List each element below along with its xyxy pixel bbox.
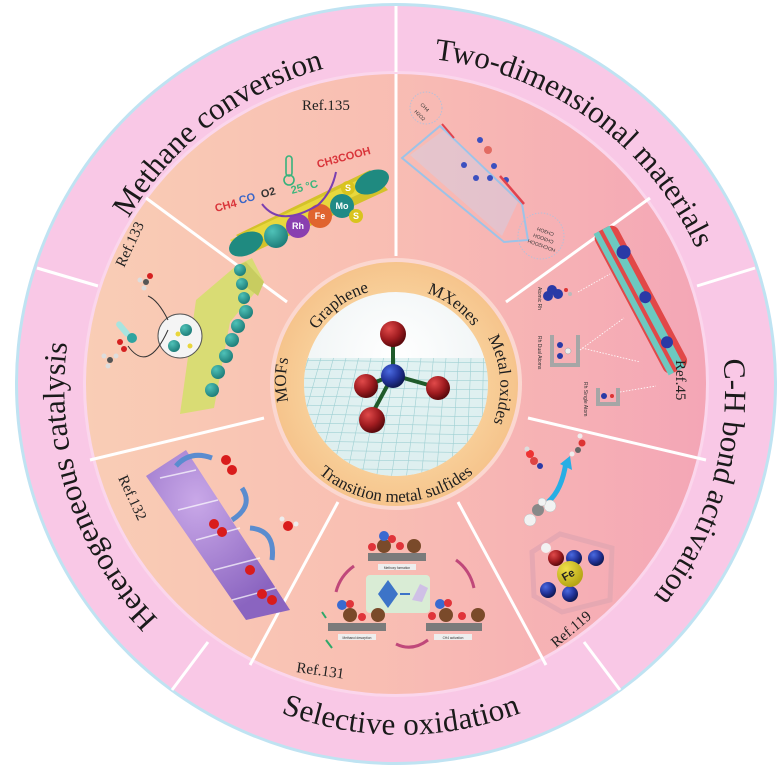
svg-text:S: S <box>345 183 351 193</box>
panel-divider <box>145 196 288 304</box>
catalyst-inset <box>366 575 430 613</box>
arrow-head <box>560 456 572 470</box>
methane-molecule <box>101 339 127 369</box>
grid-line <box>405 357 422 476</box>
tetrahedral-molecule <box>354 321 450 433</box>
reactant-ch4: CH4 <box>214 197 239 215</box>
framework-sheet <box>400 124 530 244</box>
svg-text:CH3OH: CH3OH <box>536 225 555 237</box>
atomic-rh-cluster <box>543 285 572 301</box>
outer-divider <box>696 266 756 288</box>
cycle-arrow <box>395 638 429 649</box>
reaction-path <box>147 295 169 321</box>
atom-s <box>349 209 363 223</box>
atom-mo <box>330 194 354 218</box>
panel-2d-framework: CH4 H2O2 CH3OH CH3OOH HOCH2OOH <box>400 91 565 260</box>
reactant-o2: O2 <box>260 186 277 201</box>
grid-line <box>304 357 322 476</box>
svg-text:Fe: Fe <box>315 211 326 221</box>
atom-oxygen <box>359 407 385 433</box>
svg-text:Rh Single Atom: Rh Single Atom <box>582 382 588 416</box>
rh-dual-atoms-box <box>550 335 580 367</box>
ref-label: Ref.45 <box>672 360 688 400</box>
oxygen-molecules <box>209 455 299 605</box>
svg-text:Atomic Rh: Atomic Rh <box>536 287 542 310</box>
outer-dividers <box>36 6 756 691</box>
atom-oxygen <box>426 376 450 400</box>
methane-molecule <box>523 497 557 527</box>
reactant-co: CO <box>238 191 257 207</box>
atom-s <box>341 181 355 195</box>
grid-line <box>304 413 488 418</box>
panel-divider <box>527 416 707 462</box>
reaction-arrow <box>261 171 337 218</box>
svg-text:Mo: Mo <box>336 201 349 211</box>
atom-oxygen <box>380 321 406 347</box>
atom-fe <box>557 561 583 587</box>
panel-divider <box>89 416 265 462</box>
grid-line <box>304 422 488 427</box>
grid-line <box>304 359 488 364</box>
svg-text:CH4 activation: CH4 activation <box>443 636 464 640</box>
panel-ref133: Ref.133 <box>101 219 264 414</box>
svg-text:CH4: CH4 <box>419 102 430 113</box>
panel-dividers <box>89 74 707 666</box>
atom <box>264 224 288 248</box>
atom-oxygen <box>354 374 378 398</box>
outer-divider <box>170 641 210 691</box>
output-bubble <box>517 212 565 260</box>
rh-slab <box>593 225 688 376</box>
methanol-molecule <box>137 273 153 291</box>
curved-arrows <box>174 452 276 561</box>
input-bubble <box>409 91 443 125</box>
panel-divider <box>248 501 340 666</box>
svg-text:Rh: Rh <box>292 221 304 231</box>
cycle-arrow <box>455 558 476 589</box>
ref-label: Ref.135 <box>302 98 350 114</box>
panel-divider <box>456 501 548 666</box>
panel-ref45: Atomic Rh Rh Dual Atoms Rh Single Atom R… <box>536 225 688 416</box>
molecule-ch3oh <box>524 433 586 469</box>
atom-rh <box>286 214 310 238</box>
panel-divider <box>505 196 651 304</box>
svg-text:Methoxy formation: Methoxy formation <box>384 566 410 570</box>
ref-label: Ref.131 <box>295 660 345 683</box>
side-arrows <box>321 611 333 649</box>
svg-text:Rh Dual Atoms: Rh Dual Atoms <box>536 336 542 370</box>
svg-text:Fe: Fe <box>560 567 577 584</box>
fe-porphyrin: Fe <box>529 531 615 615</box>
step-ch4-activation: CH4 activation <box>426 599 485 640</box>
panel-ref131: Methoxy formation Methanol desorption CH… <box>295 531 485 683</box>
svg-text:S: S <box>353 211 359 221</box>
atom-central <box>381 364 405 388</box>
arrow-out <box>499 175 525 205</box>
arrow-in <box>441 123 455 139</box>
svg-text:Methanol desorption: Methanol desorption <box>343 636 372 640</box>
outer-divider <box>36 266 99 288</box>
atom-fe <box>308 204 332 228</box>
step-methoxy-formation: Methoxy formation <box>368 531 426 570</box>
cycle-arrow <box>334 564 355 593</box>
step-methanol-desorption: Methanol desorption <box>328 600 386 640</box>
thermometer-icon <box>283 155 295 186</box>
panel-ref132: Ref.132 <box>114 450 299 620</box>
core-label-mofs: MOFs <box>271 356 292 404</box>
reaction-path <box>127 329 169 358</box>
thermometer-icon <box>116 321 137 343</box>
rh-single-atom-box <box>596 388 620 406</box>
outer-divider <box>582 641 622 691</box>
nanotube-stack <box>180 258 264 414</box>
dashed-connectors <box>577 273 657 393</box>
